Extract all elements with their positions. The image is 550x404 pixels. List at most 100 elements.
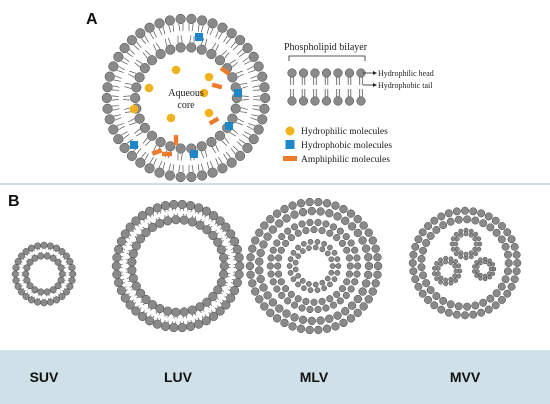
lipid-head — [501, 242, 510, 251]
lipid-tail — [215, 30, 219, 38]
lipid-head — [104, 71, 115, 82]
lipid-tail — [146, 217, 148, 221]
lipid-head — [230, 236, 240, 246]
lipid-head — [255, 266, 264, 275]
lipid-head — [437, 212, 446, 221]
panel-b: B — [8, 193, 522, 335]
lipid-head — [371, 279, 380, 288]
lipid-head — [364, 270, 373, 279]
lipid-tail — [227, 257, 231, 260]
lipid-head — [260, 302, 269, 311]
hydrophobic-legend-label: Hydrophobic molecules — [301, 141, 392, 151]
lipid-tail — [232, 44, 239, 51]
lipid-tail — [162, 27, 166, 35]
lipid-head — [134, 113, 145, 124]
lipid-tail — [206, 161, 210, 169]
lipid-head — [267, 270, 275, 278]
lipid-head — [432, 292, 441, 300]
lipid-head — [269, 246, 277, 254]
lipid-tail — [136, 41, 142, 49]
lipid-head — [463, 215, 472, 224]
lipid-head — [474, 273, 479, 278]
lipid-head — [219, 261, 229, 271]
lipid-head — [213, 285, 223, 295]
lipid-head — [245, 261, 255, 271]
lipid-tail — [61, 286, 63, 288]
lipid-head — [66, 283, 74, 290]
lipid-head — [226, 157, 237, 168]
lipid-tail — [129, 70, 137, 74]
lipid-head — [28, 296, 35, 304]
lipid-tail — [126, 253, 129, 255]
lipid-head — [54, 258, 62, 266]
lipid-tail — [158, 28, 163, 36]
lipid-tail — [224, 295, 227, 298]
lipid-head — [31, 286, 39, 294]
lipid-tail — [46, 251, 48, 253]
lipid-head — [186, 171, 197, 183]
lipid-head — [346, 314, 356, 323]
lipid-tail — [140, 228, 142, 231]
amphiphilic-molecule — [211, 82, 223, 90]
lipid-head — [46, 242, 54, 250]
lipid-head — [277, 246, 285, 254]
lipid-tail — [144, 153, 149, 161]
lipid-head — [119, 42, 130, 54]
lipid-head — [186, 42, 197, 53]
lipid-head — [127, 265, 137, 275]
amphiphilic-molecule — [151, 148, 163, 156]
lipid-tail — [31, 251, 33, 253]
lipid-head — [37, 288, 45, 296]
lipid-tail — [171, 208, 174, 211]
lipid-head — [498, 222, 506, 230]
lipid-head — [26, 258, 34, 266]
lipid-head — [272, 209, 282, 218]
lipid-head — [147, 300, 158, 310]
lipid-tail — [135, 59, 143, 64]
lipid-tail — [142, 303, 145, 306]
lipid-tail — [178, 23, 181, 32]
lipid-tail — [22, 267, 24, 269]
lipid-head — [316, 316, 325, 325]
lipid-head — [319, 246, 326, 253]
lipid-head — [497, 282, 506, 291]
lipid-head — [213, 237, 223, 247]
lipid-tail — [230, 248, 233, 251]
lipid-tail — [223, 153, 228, 161]
lipid-tail — [134, 128, 140, 134]
lipid-head — [503, 250, 512, 259]
lipid-head — [53, 296, 60, 304]
lipid-tail — [149, 32, 154, 40]
lipid-head — [306, 281, 312, 287]
lipid-tail — [114, 75, 122, 79]
lipid-head — [437, 305, 446, 314]
amphiphilic-legend-swatch — [283, 156, 297, 161]
lipid-tail — [200, 311, 202, 314]
hydrophilic-molecule — [204, 72, 214, 82]
lipid-head — [130, 92, 141, 104]
lipid-tail — [211, 42, 217, 49]
lipid-head — [417, 263, 426, 272]
hydrophobic-tail-label: Hydrophobic tail — [378, 81, 433, 90]
lipid-head — [507, 235, 516, 244]
lipid-tail — [19, 266, 21, 268]
lipid-head — [312, 281, 319, 288]
bilayer-bracket — [288, 55, 366, 61]
lipid-head — [175, 42, 186, 53]
lipid-tail — [219, 301, 222, 304]
lipid-tail — [225, 237, 229, 239]
lipid-tail — [127, 118, 135, 123]
lipid-tail — [123, 99, 131, 101]
lipid-tail — [133, 44, 140, 51]
lipid-tail — [116, 70, 124, 73]
lipid-head — [257, 71, 268, 82]
lipid-tail — [127, 73, 135, 78]
lipid-tail — [227, 272, 231, 275]
lipid-tail — [111, 99, 119, 101]
lipid-head — [206, 48, 217, 60]
lipid-tail — [222, 290, 225, 293]
lipid-head — [321, 96, 332, 106]
lipid-tail — [123, 57, 130, 63]
lipid-tail — [144, 50, 151, 56]
lipid-tail — [59, 292, 62, 294]
